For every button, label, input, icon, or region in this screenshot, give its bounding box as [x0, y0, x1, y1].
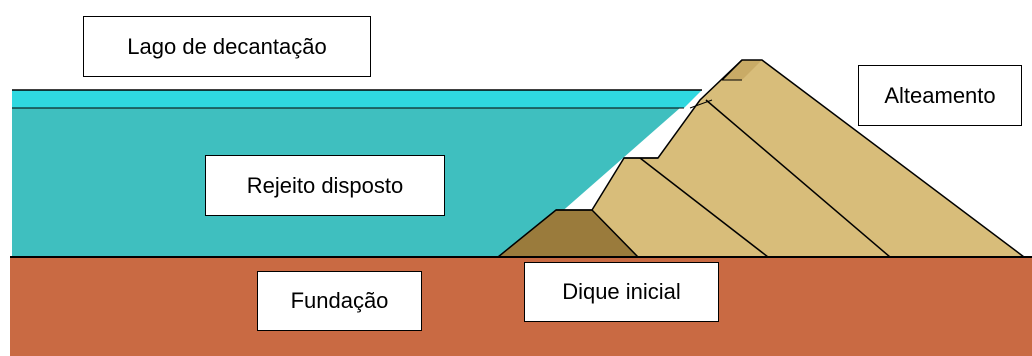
raise-line-1: [639, 157, 769, 258]
embankment-body: [498, 60, 1024, 257]
raise-line-2: [705, 99, 891, 258]
label-fundacao: Fundação: [257, 271, 422, 331]
label-lago-de-decantacao: Lago de decantação: [83, 16, 371, 77]
starter-dike-slope-line: [591, 209, 639, 258]
foundation-layer: [10, 257, 1032, 356]
decantation-pond: [12, 90, 702, 108]
embankment-crest: [722, 60, 762, 80]
label-alteamento: Alteamento: [858, 65, 1022, 126]
step-3-edge: [689, 99, 713, 109]
label-dique-inicial: Dique inicial: [524, 262, 719, 322]
label-rejeito-disposto: Rejeito disposto: [205, 155, 445, 216]
raise-line-3: [721, 59, 743, 81]
